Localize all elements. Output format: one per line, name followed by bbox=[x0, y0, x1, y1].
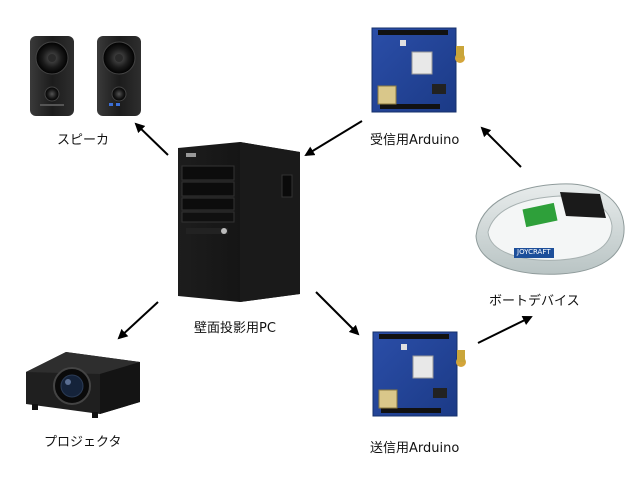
receiver-arduino-image bbox=[371, 27, 465, 113]
boat-brand-text: JOYCRAFT bbox=[517, 248, 551, 256]
sender-arduino-label: 送信用Arduino bbox=[370, 441, 460, 456]
edge-sender-to-boat bbox=[477, 316, 533, 344]
receiver-arduino-label: 受信用Arduino bbox=[370, 133, 460, 148]
boat-device-image bbox=[475, 183, 625, 275]
speaker-image bbox=[30, 36, 141, 116]
pc-tower-image bbox=[178, 142, 300, 302]
boat-device-label: ボートデバイス bbox=[489, 294, 580, 309]
edge-boat-to-receiver bbox=[480, 126, 522, 168]
sender-arduino-image bbox=[372, 331, 466, 417]
edge-receiver-to-pc bbox=[304, 120, 363, 157]
speaker-label: スピーカ bbox=[57, 133, 110, 148]
edge-pc-to-speaker bbox=[134, 122, 169, 156]
edge-pc-to-projector bbox=[117, 301, 159, 340]
projector-label: プロジェクタ bbox=[44, 435, 122, 450]
edge-pc-to-sender bbox=[315, 291, 360, 336]
projector-image bbox=[26, 352, 140, 418]
pc-label: 壁面投影用PC bbox=[194, 321, 276, 336]
